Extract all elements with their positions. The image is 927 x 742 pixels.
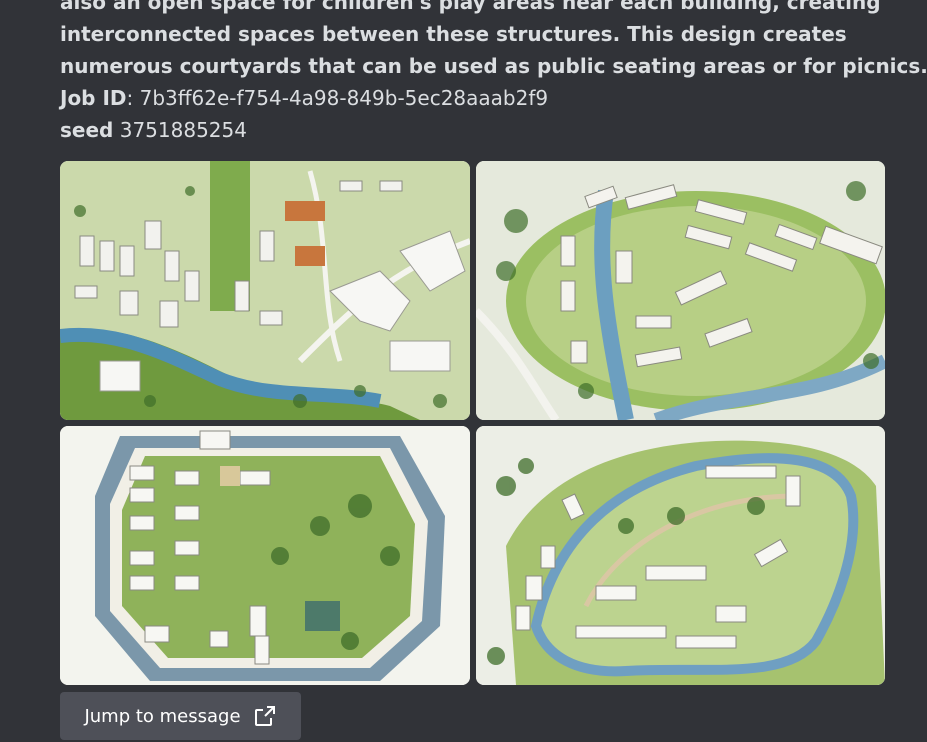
site-plan-image-2[interactable]	[476, 161, 885, 420]
message-content: also an open space for children's play a…	[60, 0, 927, 146]
job-id-line: Job ID: 7b3ff62e-f754-4a98-849b-5ec28aaa…	[60, 82, 900, 114]
site-plan-image-4[interactable]	[476, 426, 885, 685]
jump-to-message-label: Jump to message	[84, 705, 241, 727]
jump-to-message-button[interactable]: Jump to message	[60, 692, 301, 740]
seed-line: seed 3751885254	[60, 114, 900, 146]
prompt-text-line: numerous courtyards that can be used as …	[60, 54, 927, 78]
prompt-text-line: interconnected spaces between these stru…	[60, 22, 847, 46]
external-link-icon	[253, 704, 277, 728]
prompt-text-line: also an open space for children's play a…	[60, 0, 881, 14]
site-plan-image-3[interactable]	[60, 426, 470, 685]
image-grid	[60, 161, 885, 686]
seed-label: seed	[60, 118, 114, 142]
site-plan-image-1[interactable]	[60, 161, 470, 420]
job-id-label: Job ID	[60, 86, 127, 110]
seed-value: 3751885254	[113, 118, 247, 142]
job-id-value: : 7b3ff62e-f754-4a98-849b-5ec28aaab2f9	[126, 86, 549, 110]
